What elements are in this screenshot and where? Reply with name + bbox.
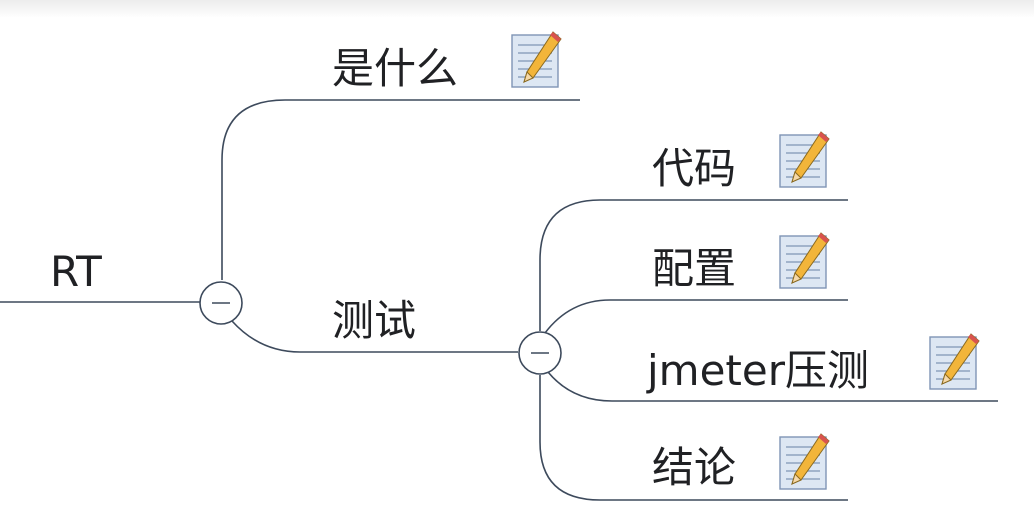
child-conclusion-label[interactable]: 结论 — [652, 443, 737, 492]
connector-code — [539, 199, 848, 331]
branch-test-label[interactable]: 测试 — [332, 296, 417, 345]
branch-what-label[interactable]: 是什么 — [332, 44, 459, 93]
connector-test — [231, 320, 518, 353]
test-collapse-toggle[interactable] — [518, 331, 562, 375]
child-code-label[interactable]: 代码 — [652, 144, 737, 193]
note-pencil-icon[interactable] — [777, 130, 831, 190]
note-pencil-icon[interactable] — [777, 231, 831, 291]
note-pencil-icon[interactable] — [927, 332, 981, 392]
root-collapse-toggle[interactable] — [199, 281, 243, 325]
connector-what — [221, 99, 580, 280]
connector-config — [544, 299, 848, 334]
collapse-minus-icon — [199, 281, 243, 325]
root-node-label[interactable]: RT — [50, 247, 102, 296]
window-top-shade — [0, 0, 1034, 18]
note-pencil-icon[interactable] — [509, 30, 563, 90]
note-pencil-icon[interactable] — [777, 432, 831, 492]
collapse-minus-icon — [518, 331, 562, 375]
child-jmeter-label[interactable]: jmeter压测 — [647, 346, 869, 395]
connector-conclusion — [539, 375, 848, 501]
connector-jmeter — [547, 371, 998, 402]
child-config-label[interactable]: 配置 — [652, 244, 737, 293]
